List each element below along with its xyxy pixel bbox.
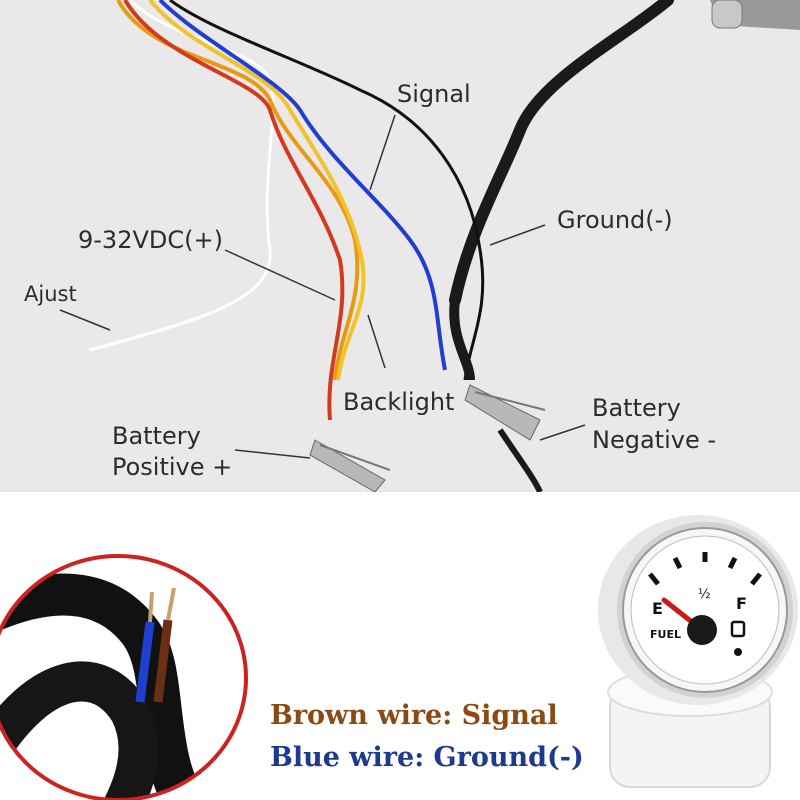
label-battery-negative-2: Negative - — [592, 426, 716, 454]
leader-positive — [234, 449, 311, 459]
ground-cable-lower — [449, 299, 475, 381]
leader-adjust — [59, 309, 111, 331]
label-backlight: Backlight — [343, 388, 455, 416]
label-battery-positive-2: Positive + — [112, 453, 233, 481]
red-circle-outline — [0, 554, 248, 800]
clip-positive — [309, 439, 391, 492]
yellow-wire — [148, 0, 366, 381]
photo-background — [0, 0, 800, 492]
label-battery-negative-1: Battery — [592, 394, 681, 422]
brown-wire-caption: Brown wire: Signal — [270, 700, 558, 731]
black-thin-wire — [169, 0, 485, 381]
label-signal: Signal — [397, 80, 471, 108]
label-battery-positive-1: Battery — [112, 422, 201, 450]
leader-ground — [489, 224, 546, 246]
red-wire — [123, 0, 345, 421]
leader-signal — [369, 114, 396, 191]
gauge-empty-mark: E — [652, 599, 663, 618]
leader-negative — [539, 424, 586, 441]
bottom-panel: E ½ F FUEL Brown wire: Signal Blue wire:… — [0, 492, 800, 800]
leader-backlight — [367, 314, 386, 369]
gauge-fuel-label: FUEL — [650, 628, 681, 641]
clip-negative — [464, 384, 546, 441]
cable-closeup — [0, 554, 248, 800]
orange-wire — [116, 0, 360, 381]
label-ground: Ground(-) — [557, 206, 673, 234]
negative-lead — [497, 428, 543, 492]
blue-wire-caption: Blue wire: Ground(-) — [270, 742, 584, 773]
gauge-half-mark: ½ — [698, 587, 711, 602]
leader-voltage — [224, 249, 336, 301]
blue-wire — [158, 0, 447, 371]
label-voltage: 9-32VDC(+) — [78, 226, 223, 254]
label-adjust: Ajust — [24, 282, 77, 306]
wiring-photo — [0, 0, 800, 492]
sensor-rod-tip — [711, 0, 743, 29]
black-cable — [449, 0, 674, 306]
gauge-full-mark: F — [736, 594, 747, 613]
fuel-gauge: E ½ F FUEL — [598, 515, 798, 788]
